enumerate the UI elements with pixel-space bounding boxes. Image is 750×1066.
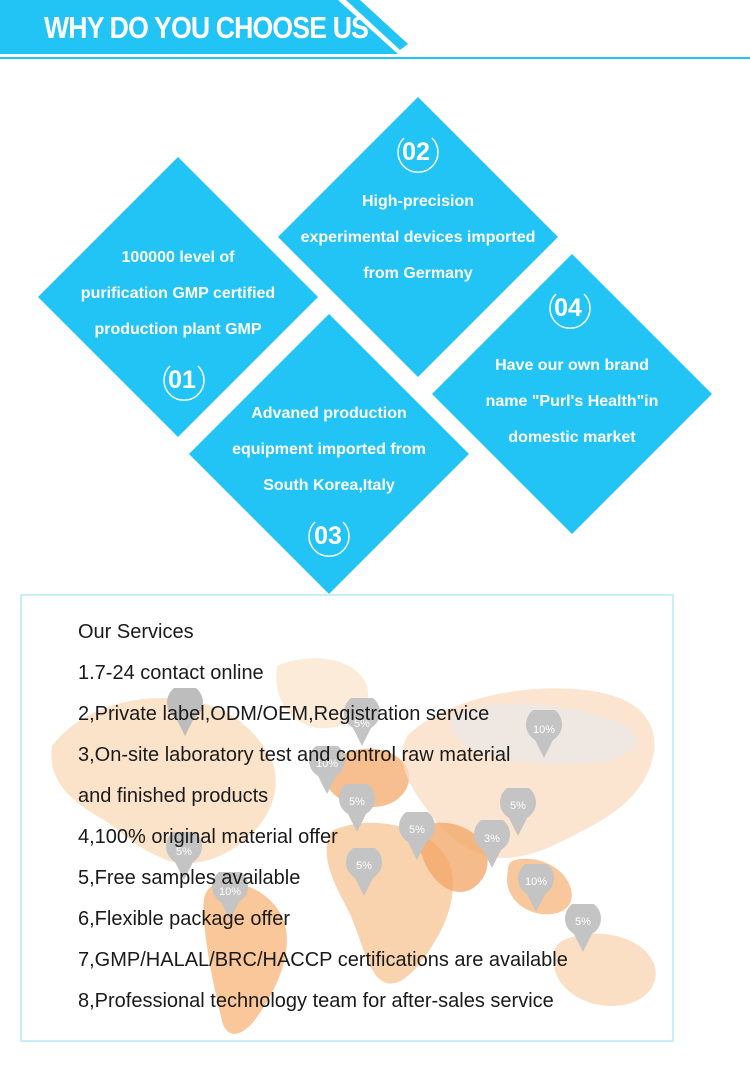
service-item: 7,GMP/HALAL/BRC/HACCP certifications are…	[78, 949, 568, 971]
map-pin-label: 5%	[356, 860, 372, 872]
services-panel: 5% 10% 10% 5% 5% 5% 3% 5% 5% 10% 5%	[20, 594, 674, 1042]
service-item: 4,100% original material offer	[78, 826, 338, 848]
map-pin-label: 5%	[409, 824, 425, 836]
map-pin-icon	[167, 684, 203, 736]
map-pin: 10%	[210, 868, 250, 927]
map-pin-label: 5%	[354, 718, 370, 730]
feature-02-line-3: from Germany	[363, 265, 473, 282]
map-pin: 5%	[563, 900, 603, 959]
map-pin: 5%	[342, 694, 382, 753]
service-item: 2,Private label,ODM/OEM,Registration ser…	[78, 703, 490, 725]
services-list: Our Services 1.7-24 contact online 2,Pri…	[78, 612, 568, 1022]
number-arc-icon	[308, 521, 350, 558]
map-pin: 3%	[472, 816, 512, 875]
feature-03-line-1: Advaned production	[251, 405, 407, 422]
map-pin-icon	[526, 706, 562, 758]
number-arc-icon	[397, 137, 439, 174]
map-pin-icon	[344, 694, 380, 746]
map-pin-label: 10%	[218, 886, 242, 898]
service-item: 5,Free samples available	[78, 867, 301, 889]
number-arc-icon	[163, 365, 205, 402]
feature-03-line-3: South Korea,Italy	[263, 477, 395, 494]
service-item: 6,Flexible package offer	[78, 908, 290, 930]
feature-03-line-2: equipment imported from	[232, 441, 426, 458]
map-pin-icon	[500, 784, 536, 836]
feature-02-number: 02	[402, 138, 430, 166]
service-item: and finished products	[78, 785, 269, 807]
map-pin-label: 3%	[484, 833, 500, 845]
map-pin-icon	[565, 900, 601, 952]
feature-01-line-3: production plant GMP	[94, 321, 262, 338]
feature-02-line-2: experimental devices imported	[300, 229, 536, 246]
feature-card-04: Have our own brand name "Purl's Health"i…	[432, 348, 712, 456]
feature-04-line-2: name "Purl's Health"in	[485, 393, 659, 410]
number-arc-icon	[549, 293, 591, 330]
map-pin-label: 5%	[349, 796, 365, 808]
feature-01-line-1: 100000 level of	[121, 249, 235, 266]
feature-03-number: 03	[314, 522, 342, 550]
map-pin: 10%	[307, 742, 347, 801]
map-pin: 10%	[524, 706, 564, 765]
map-pin-icon	[212, 868, 248, 920]
map-pin-icon	[518, 860, 554, 912]
map-pin: 5%	[164, 828, 204, 887]
service-item: 3,On-site laboratory test and control ra…	[78, 744, 511, 766]
section-header: WHY DO YOU CHOOSE US	[0, 0, 750, 60]
feature-card-01: 100000 level of purification GMP certifi…	[38, 240, 318, 348]
map-pin-label: 10%	[315, 758, 339, 770]
service-item: 8,Professional technology team for after…	[78, 990, 554, 1012]
map-pin-label: 5%	[575, 916, 591, 928]
services-heading: Our Services	[78, 621, 194, 643]
feature-card-03: Advaned production equipment imported fr…	[189, 396, 469, 504]
feature-04-line-1: Have our own brand	[495, 357, 649, 374]
map-pin-icon	[474, 816, 510, 868]
feature-04-line-3: domestic market	[508, 429, 636, 446]
map-pin-icon	[346, 844, 382, 896]
map-pin-label: 5%	[510, 800, 526, 812]
map-pin-label: 10%	[532, 724, 556, 736]
map-pin-icon	[309, 742, 345, 794]
map-pin	[165, 684, 205, 743]
map-pin: 5%	[498, 784, 538, 843]
map-pin-label: 5%	[176, 846, 192, 858]
map-pin: 5%	[344, 844, 384, 903]
page-title: WHY DO YOU CHOOSE US	[44, 10, 369, 45]
map-pin: 10%	[516, 860, 556, 919]
header-banner-shape	[0, 0, 750, 59]
feature-04-number: 04	[554, 294, 582, 322]
feature-02-line-1: High-precision	[361, 193, 474, 210]
service-item: 1.7-24 contact online	[78, 662, 264, 684]
map-pin: 5%	[337, 780, 377, 839]
map-pin-icon	[339, 780, 375, 832]
feature-card-02: High-precision experimental devices impo…	[278, 184, 558, 292]
map-pin-label: 10%	[524, 876, 548, 888]
map-pin-icon	[399, 808, 435, 860]
map-pin: 5%	[397, 808, 437, 867]
feature-01-line-2: purification GMP certified	[80, 285, 276, 302]
map-pin-icon	[166, 828, 202, 880]
feature-01-number: 01	[168, 366, 196, 394]
